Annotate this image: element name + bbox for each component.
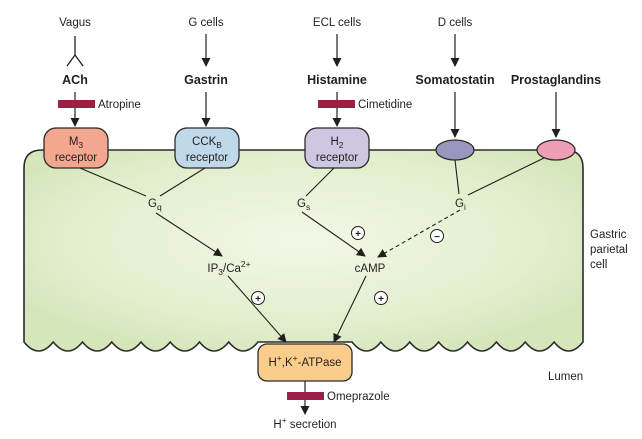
source-d-cells: D cells bbox=[438, 17, 473, 29]
h2-label: H bbox=[330, 136, 338, 148]
h2-subscript: 2 bbox=[339, 140, 344, 150]
cckb-receptor: CCKB receptor bbox=[174, 127, 240, 169]
svg-text:cell: cell bbox=[590, 259, 607, 271]
svg-text:+: + bbox=[355, 229, 361, 240]
svg-text:parietal: parietal bbox=[590, 244, 628, 256]
m3-receptor: M3 receptor bbox=[43, 127, 109, 169]
cell-type-label: Gastric parietal cell bbox=[590, 229, 628, 271]
ip3-to-pump-arrow bbox=[227, 275, 287, 343]
m3-subscript: 3 bbox=[78, 140, 83, 150]
svg-text:CCKB: CCKB bbox=[192, 136, 222, 150]
cckb-label: CCK bbox=[192, 136, 217, 148]
svg-text:H2: H2 bbox=[330, 136, 343, 150]
svg-text:+: + bbox=[255, 294, 261, 305]
gs-to-camp-arrow bbox=[301, 211, 366, 257]
messenger-ip3-ca: IP3/Ca2+ bbox=[207, 259, 250, 277]
source-g-cells: G cells bbox=[188, 17, 223, 29]
source-vagus: Vagus bbox=[59, 17, 91, 29]
messenger-camp: cAMP bbox=[355, 263, 386, 275]
cckb-receptor-word: receptor bbox=[186, 152, 228, 164]
ligand-somatostatin: Somatostatin bbox=[415, 73, 494, 87]
prostaglandin-to-gi-line bbox=[467, 157, 545, 196]
m3-label: M bbox=[69, 136, 79, 148]
source-ecl-cells: ECL cells bbox=[313, 17, 361, 29]
cckb-to-gq-line bbox=[159, 167, 206, 197]
ligand-histamine: Histamine bbox=[307, 73, 367, 87]
cell-membrane bbox=[23, 149, 584, 352]
somatostatin-to-gi-line bbox=[454, 159, 460, 195]
drug-atropine: Atropine bbox=[98, 99, 141, 111]
h2-receptor: H2 receptor bbox=[304, 127, 370, 169]
stimulate-sign-camp: + bbox=[374, 291, 388, 305]
proton-pump: H+,K+-ATPase bbox=[257, 343, 353, 382]
ligand-ach: ACh bbox=[62, 73, 88, 87]
g-protein-gq: Gq bbox=[148, 198, 162, 212]
parietal-cell bbox=[23, 149, 584, 352]
svg-text:Gastric: Gastric bbox=[590, 229, 627, 241]
ligand-gastrin: Gastrin bbox=[184, 73, 228, 87]
h-secretion-label: H+ secretion bbox=[273, 415, 336, 431]
g-protein-gs: Gs bbox=[297, 198, 310, 212]
proton-pump-label: H+,K+-ATPase bbox=[268, 353, 341, 369]
cimetidine-block-bar bbox=[318, 100, 355, 108]
stimulate-sign-ip3: + bbox=[251, 291, 265, 305]
svg-text:−: − bbox=[434, 232, 440, 243]
m3-to-gq-line bbox=[79, 167, 147, 197]
omeprazole-block-bar bbox=[287, 392, 324, 400]
vagus-nerve-terminal-icon bbox=[66, 36, 84, 67]
ligand-prostaglandins: Prostaglandins bbox=[511, 73, 601, 87]
gq-to-ip3-arrow bbox=[155, 212, 223, 257]
atropine-block-bar bbox=[58, 100, 95, 108]
drug-cimetidine: Cimetidine bbox=[358, 99, 412, 111]
somatostatin-receptor bbox=[435, 139, 475, 161]
m3-receptor-word: receptor bbox=[55, 152, 97, 164]
inhibit-sign-gi: − bbox=[430, 229, 444, 243]
g-protein-gi: Gi bbox=[455, 198, 466, 212]
gi-to-camp-dashed-arrow bbox=[377, 209, 461, 258]
svg-text:M3: M3 bbox=[69, 136, 84, 150]
h2-receptor-word: receptor bbox=[316, 152, 358, 164]
drug-omeprazole: Omeprazole bbox=[327, 391, 390, 403]
prostaglandin-receptor bbox=[536, 139, 576, 161]
stimulate-sign-gs: + bbox=[351, 226, 365, 240]
camp-to-pump-arrow bbox=[333, 275, 367, 343]
h2-to-gs-line bbox=[305, 167, 335, 197]
svg-text:+: + bbox=[378, 294, 384, 305]
cckb-subscript: B bbox=[216, 140, 222, 150]
lumen-label: Lumen bbox=[548, 371, 583, 383]
